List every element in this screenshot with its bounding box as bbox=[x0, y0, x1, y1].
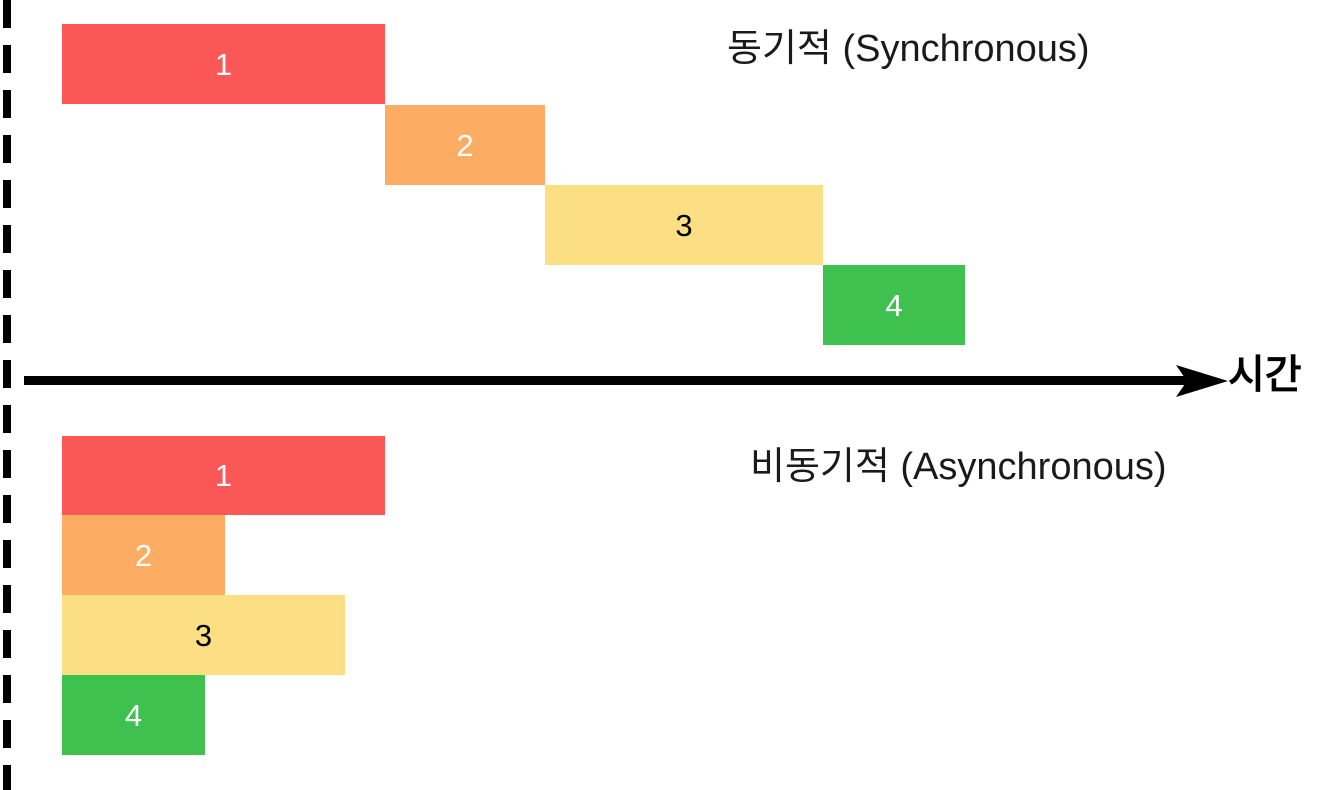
time-axis-line bbox=[24, 376, 1204, 385]
sync-bar-2: 2 bbox=[385, 105, 545, 185]
sync-bar-1: 1 bbox=[62, 24, 385, 104]
synchronous-caption: 동기적 (Synchronous) bbox=[727, 28, 1090, 70]
async-bar-4: 4 bbox=[62, 675, 205, 755]
async-bar-3: 3 bbox=[62, 595, 345, 675]
async-bar-1: 1 bbox=[62, 436, 385, 515]
async-bar-4-label: 4 bbox=[124, 697, 143, 733]
async-bar-1-label: 1 bbox=[214, 458, 233, 493]
sync-bar-4-label: 4 bbox=[885, 287, 903, 323]
left-dashed-rule bbox=[3, 0, 11, 790]
sync-bar-3-label: 3 bbox=[675, 207, 693, 243]
asynchronous-caption: 비동기적 (Asynchronous) bbox=[750, 446, 1167, 488]
sync-bar-2-label: 2 bbox=[456, 127, 474, 163]
sync-bar-1-label: 1 bbox=[214, 46, 233, 82]
sync-bar-3: 3 bbox=[545, 185, 823, 265]
sync-bar-4: 4 bbox=[823, 265, 965, 345]
time-axis-arrowhead bbox=[1176, 359, 1230, 403]
async-bar-3-label: 3 bbox=[194, 617, 213, 653]
async-bar-2: 2 bbox=[62, 515, 225, 595]
time-axis-caption: 시간 bbox=[1228, 353, 1302, 397]
async-bar-2-label: 2 bbox=[134, 537, 153, 573]
